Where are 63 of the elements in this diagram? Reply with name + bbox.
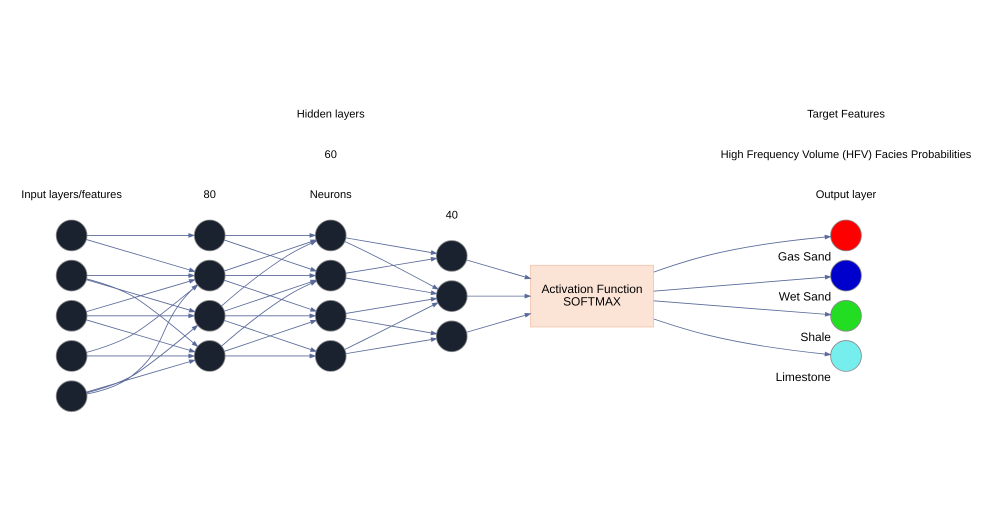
arrow xyxy=(86,324,198,393)
node-circle xyxy=(56,380,88,412)
arrow xyxy=(344,240,440,290)
arrow xyxy=(224,232,316,238)
arrow xyxy=(86,312,196,318)
arrow xyxy=(653,234,832,272)
label: Neurons xyxy=(310,188,352,201)
arrow xyxy=(86,232,196,238)
arrow xyxy=(466,259,532,279)
arrow xyxy=(346,277,438,295)
arrow xyxy=(346,236,438,254)
node-circle xyxy=(194,219,226,251)
node-circle xyxy=(194,340,226,372)
arrow xyxy=(653,300,832,316)
arrow xyxy=(86,358,196,392)
arrow xyxy=(86,238,196,272)
node-circle xyxy=(830,259,862,291)
node-label: Shale xyxy=(800,329,831,344)
node-circle xyxy=(56,259,88,291)
arrow xyxy=(86,353,196,358)
arrow xyxy=(224,353,316,358)
arrow xyxy=(86,278,196,312)
label: Target Features xyxy=(807,108,885,120)
arrow xyxy=(466,312,532,332)
label: 40 xyxy=(446,209,458,222)
arrow xyxy=(86,272,196,278)
node-circle xyxy=(830,299,862,332)
node-circle xyxy=(194,299,226,332)
node-circle xyxy=(830,340,862,372)
node-label: Limestone xyxy=(776,369,831,384)
node-circle xyxy=(830,219,862,251)
label: Input layers/features xyxy=(21,188,122,201)
label: Hidden layers xyxy=(296,108,365,120)
arrow xyxy=(86,319,196,352)
arrow xyxy=(86,284,198,394)
node-circle xyxy=(436,320,468,352)
arrow xyxy=(466,293,532,298)
arrow xyxy=(346,296,438,314)
arrow xyxy=(346,317,438,335)
arrow xyxy=(346,256,438,274)
node-label: Wet Sand xyxy=(778,289,832,304)
node-circle xyxy=(314,340,347,372)
arrow xyxy=(653,318,832,356)
arrow xyxy=(346,336,438,354)
label: 80 xyxy=(204,188,216,201)
node-circle xyxy=(56,299,88,332)
node-circle xyxy=(436,280,468,312)
arrow xyxy=(224,272,316,278)
label: High Frequency Volume (HFV) Facies Probabilities xyxy=(720,148,972,160)
node-circle xyxy=(56,219,88,251)
label: Output layer xyxy=(816,188,876,201)
label: 60 xyxy=(324,148,337,160)
node-circle xyxy=(194,259,226,291)
node-circle xyxy=(314,219,347,251)
node-label: Gas Sand xyxy=(778,248,832,263)
node-circle xyxy=(436,240,468,272)
arrow xyxy=(224,312,316,318)
node-circle xyxy=(314,299,347,332)
arrow xyxy=(653,274,832,292)
node-circle xyxy=(314,259,347,291)
arrow xyxy=(344,302,439,350)
node-box: Activation Function SOFTMAX xyxy=(530,264,654,327)
node-circle xyxy=(56,340,88,372)
